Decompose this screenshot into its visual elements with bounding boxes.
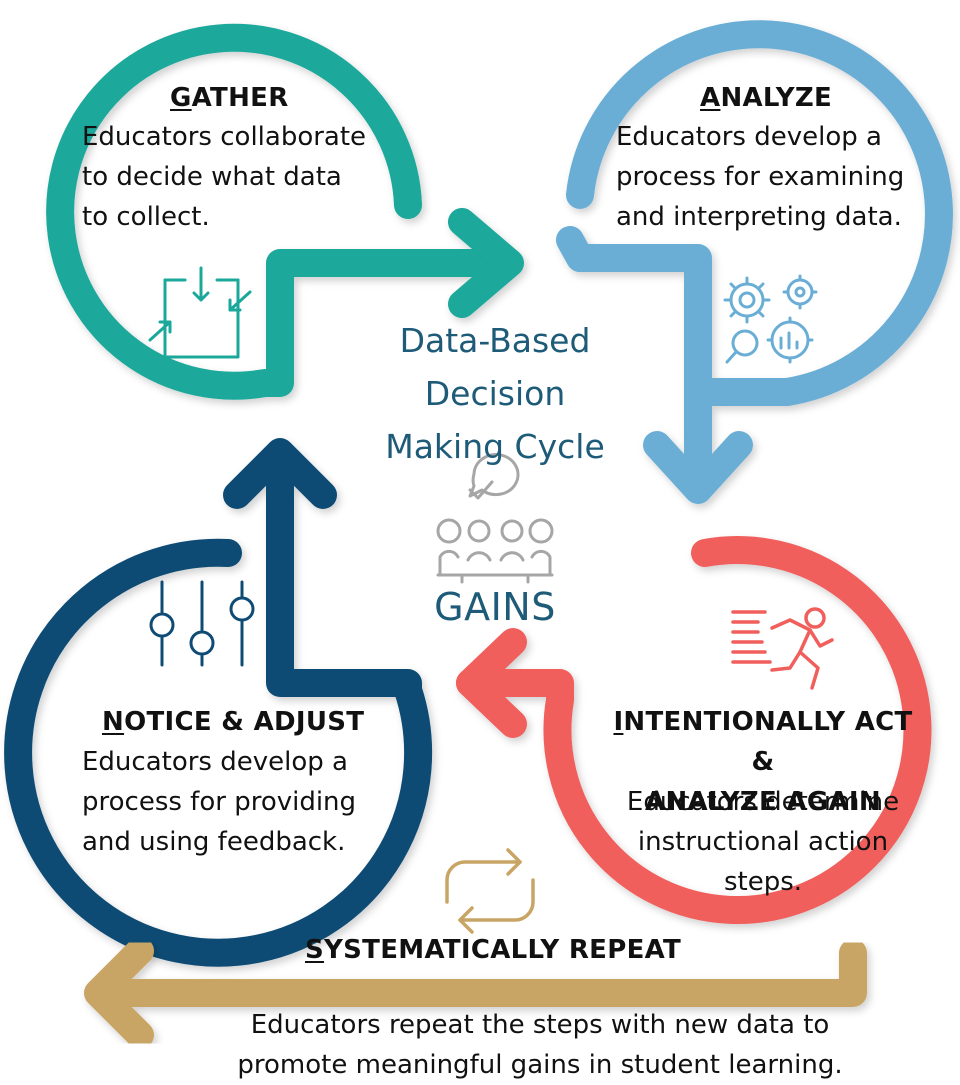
sliders-icon [149, 580, 255, 667]
analyze-loop-arrow [556, 20, 953, 504]
gains-acronym: GAINS [434, 585, 556, 629]
act-heading: INTENTIONALLY ACT & ANALYZE AGAIN [613, 707, 913, 817]
running-person-icon [731, 607, 834, 690]
analyze-description: Educators develop a process for examinin… [616, 122, 905, 232]
repeat-description: Educators repeat the steps with new data… [237, 1010, 843, 1080]
repeat-arrow [84, 937, 867, 1049]
gears-analysis-icon [723, 274, 818, 364]
act-description: Educators determine instructional action… [626, 787, 900, 897]
diagram-title: Data-Based Decision Making Cycle [385, 321, 605, 466]
square-arrows-icon [148, 266, 252, 359]
gather-loop-arrow [46, 23, 524, 400]
notice-heading: NOTICE & ADJUST [102, 707, 365, 737]
team-meeting-icon [436, 453, 554, 584]
repeat-arrows-icon [445, 848, 535, 934]
gather-heading: GATHER [170, 83, 289, 113]
gather-description: Educators collaborate to decide what dat… [82, 122, 367, 232]
notice-description: Educators develop a process for providin… [82, 747, 357, 857]
act-loop-arrow [456, 536, 932, 925]
notice-loop-arrow [4, 438, 433, 967]
analyze-heading: ANALYZE [700, 83, 833, 113]
repeat-heading: SYSTEMATICALLY REPEAT [305, 935, 682, 965]
